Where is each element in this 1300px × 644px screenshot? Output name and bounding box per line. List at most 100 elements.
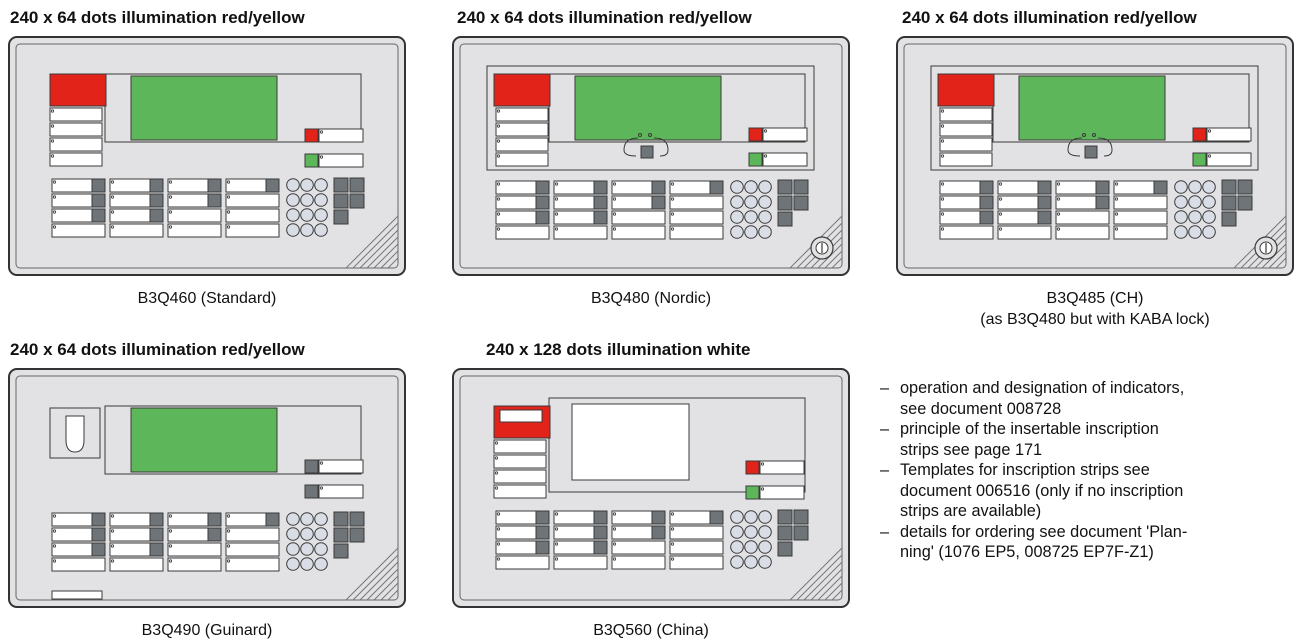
operating-button [744, 210, 758, 224]
zone-strip [225, 557, 280, 572]
panel-b3q490-diagram [8, 368, 406, 608]
note-line: see document 008728 [900, 399, 1062, 418]
operating-button [1202, 225, 1216, 239]
strip-led-dot [1207, 129, 1212, 133]
side-strip [493, 439, 547, 454]
strip-led-dot [494, 456, 499, 460]
note-line: principle of the insertable inscription [900, 420, 1159, 438]
corner-hatch [359, 229, 399, 269]
zone-key [91, 178, 106, 193]
strip-led-dot [110, 195, 115, 199]
side-strip [493, 454, 547, 469]
strip-led-dot [496, 154, 501, 158]
strip-led-dot [110, 529, 115, 533]
strip-led-dot [1056, 212, 1061, 216]
zone-strip [51, 223, 106, 238]
strip-led-dot [612, 182, 617, 186]
operating-button [730, 225, 744, 239]
zone-key [1037, 180, 1052, 195]
operating-button [758, 525, 772, 539]
zone-strip [167, 512, 209, 527]
strip-led-dot [226, 195, 231, 199]
operating-button [286, 542, 300, 556]
led-indicator [1192, 127, 1207, 142]
zone-key [207, 512, 222, 527]
panel-2-caption: B3Q480 (Nordic) [452, 288, 850, 309]
zone-key [265, 512, 280, 527]
zone-key [91, 527, 106, 542]
strip-led-dot [110, 544, 115, 548]
strip-led-dot [52, 195, 57, 199]
rotary-selector [640, 145, 654, 159]
zone-strip [495, 195, 537, 210]
side-strip [495, 122, 549, 137]
strip-led-dot [494, 471, 499, 475]
corner-hatch [373, 243, 399, 269]
led-indicator [745, 460, 760, 475]
strip-led-dot [763, 154, 768, 158]
side-strip [939, 152, 993, 167]
led-strip [318, 484, 364, 499]
zone-strip [109, 223, 164, 238]
function-key [777, 509, 793, 525]
panel-b3q460-diagram [8, 36, 406, 276]
strip-led-dot [496, 527, 501, 531]
led-indicator [304, 153, 319, 168]
operating-button [300, 557, 314, 571]
zone-key [149, 193, 164, 208]
zone-strip [997, 180, 1039, 195]
function-key [333, 193, 349, 209]
note-line: ning' (1076 EP5, 008725 EP7F-Z1) [900, 543, 1154, 561]
zone-key [1037, 195, 1052, 210]
zone-strip [553, 555, 608, 570]
zone-key [207, 527, 222, 542]
function-key [349, 193, 365, 209]
operating-button [300, 208, 314, 222]
strip-led-dot [496, 139, 501, 143]
strip-led-dot [496, 227, 501, 231]
function-key [777, 541, 793, 557]
panel-4-caption-line: B3Q490 (Guinard) [141, 622, 273, 639]
operating-button [758, 555, 772, 569]
strip-led-dot [554, 527, 559, 531]
zone-strip [553, 510, 595, 525]
note-item: – operation and designation of indicator… [880, 378, 1300, 419]
operating-button [1188, 225, 1202, 239]
zone-key [91, 208, 106, 223]
side-strip [493, 484, 547, 499]
led-strip [318, 128, 364, 143]
zone-key [535, 540, 550, 555]
strip-led-dot [319, 130, 324, 134]
corner-hatch [810, 568, 843, 601]
strip-led-dot [670, 212, 675, 216]
strip-led-dot [110, 210, 115, 214]
led-strip [1206, 152, 1252, 167]
strip-led-dot [1114, 212, 1119, 216]
operating-button [730, 510, 744, 524]
strip-led-dot [554, 557, 559, 561]
strip-led-dot [612, 542, 617, 546]
zone-key [91, 512, 106, 527]
zone-strip [553, 540, 595, 555]
zone-key [709, 180, 724, 195]
zone-strip [109, 178, 151, 193]
side-strip [49, 122, 103, 137]
note-item: – principle of the insertable inscriptio… [880, 419, 1300, 460]
strip-led-dot [168, 559, 173, 563]
zone-strip [167, 542, 222, 557]
side-strip [495, 107, 549, 122]
operating-button [730, 195, 744, 209]
panel-1-title: 240 x 64 dots illumination red/yellow [10, 8, 305, 27]
zone-strip [51, 208, 93, 223]
led-indicator [304, 459, 319, 474]
strip-led-dot [1207, 154, 1212, 158]
rotary-dot [638, 133, 642, 137]
panel-4-title: 240 x 64 dots illumination red/yellow [10, 340, 305, 359]
corner-hatch [831, 257, 843, 269]
lcd-display [574, 75, 722, 141]
zone-key [207, 193, 222, 208]
strip-led-dot [1114, 197, 1119, 201]
side-strip [495, 152, 549, 167]
zone-strip [495, 180, 537, 195]
strip-led-dot [52, 180, 57, 184]
